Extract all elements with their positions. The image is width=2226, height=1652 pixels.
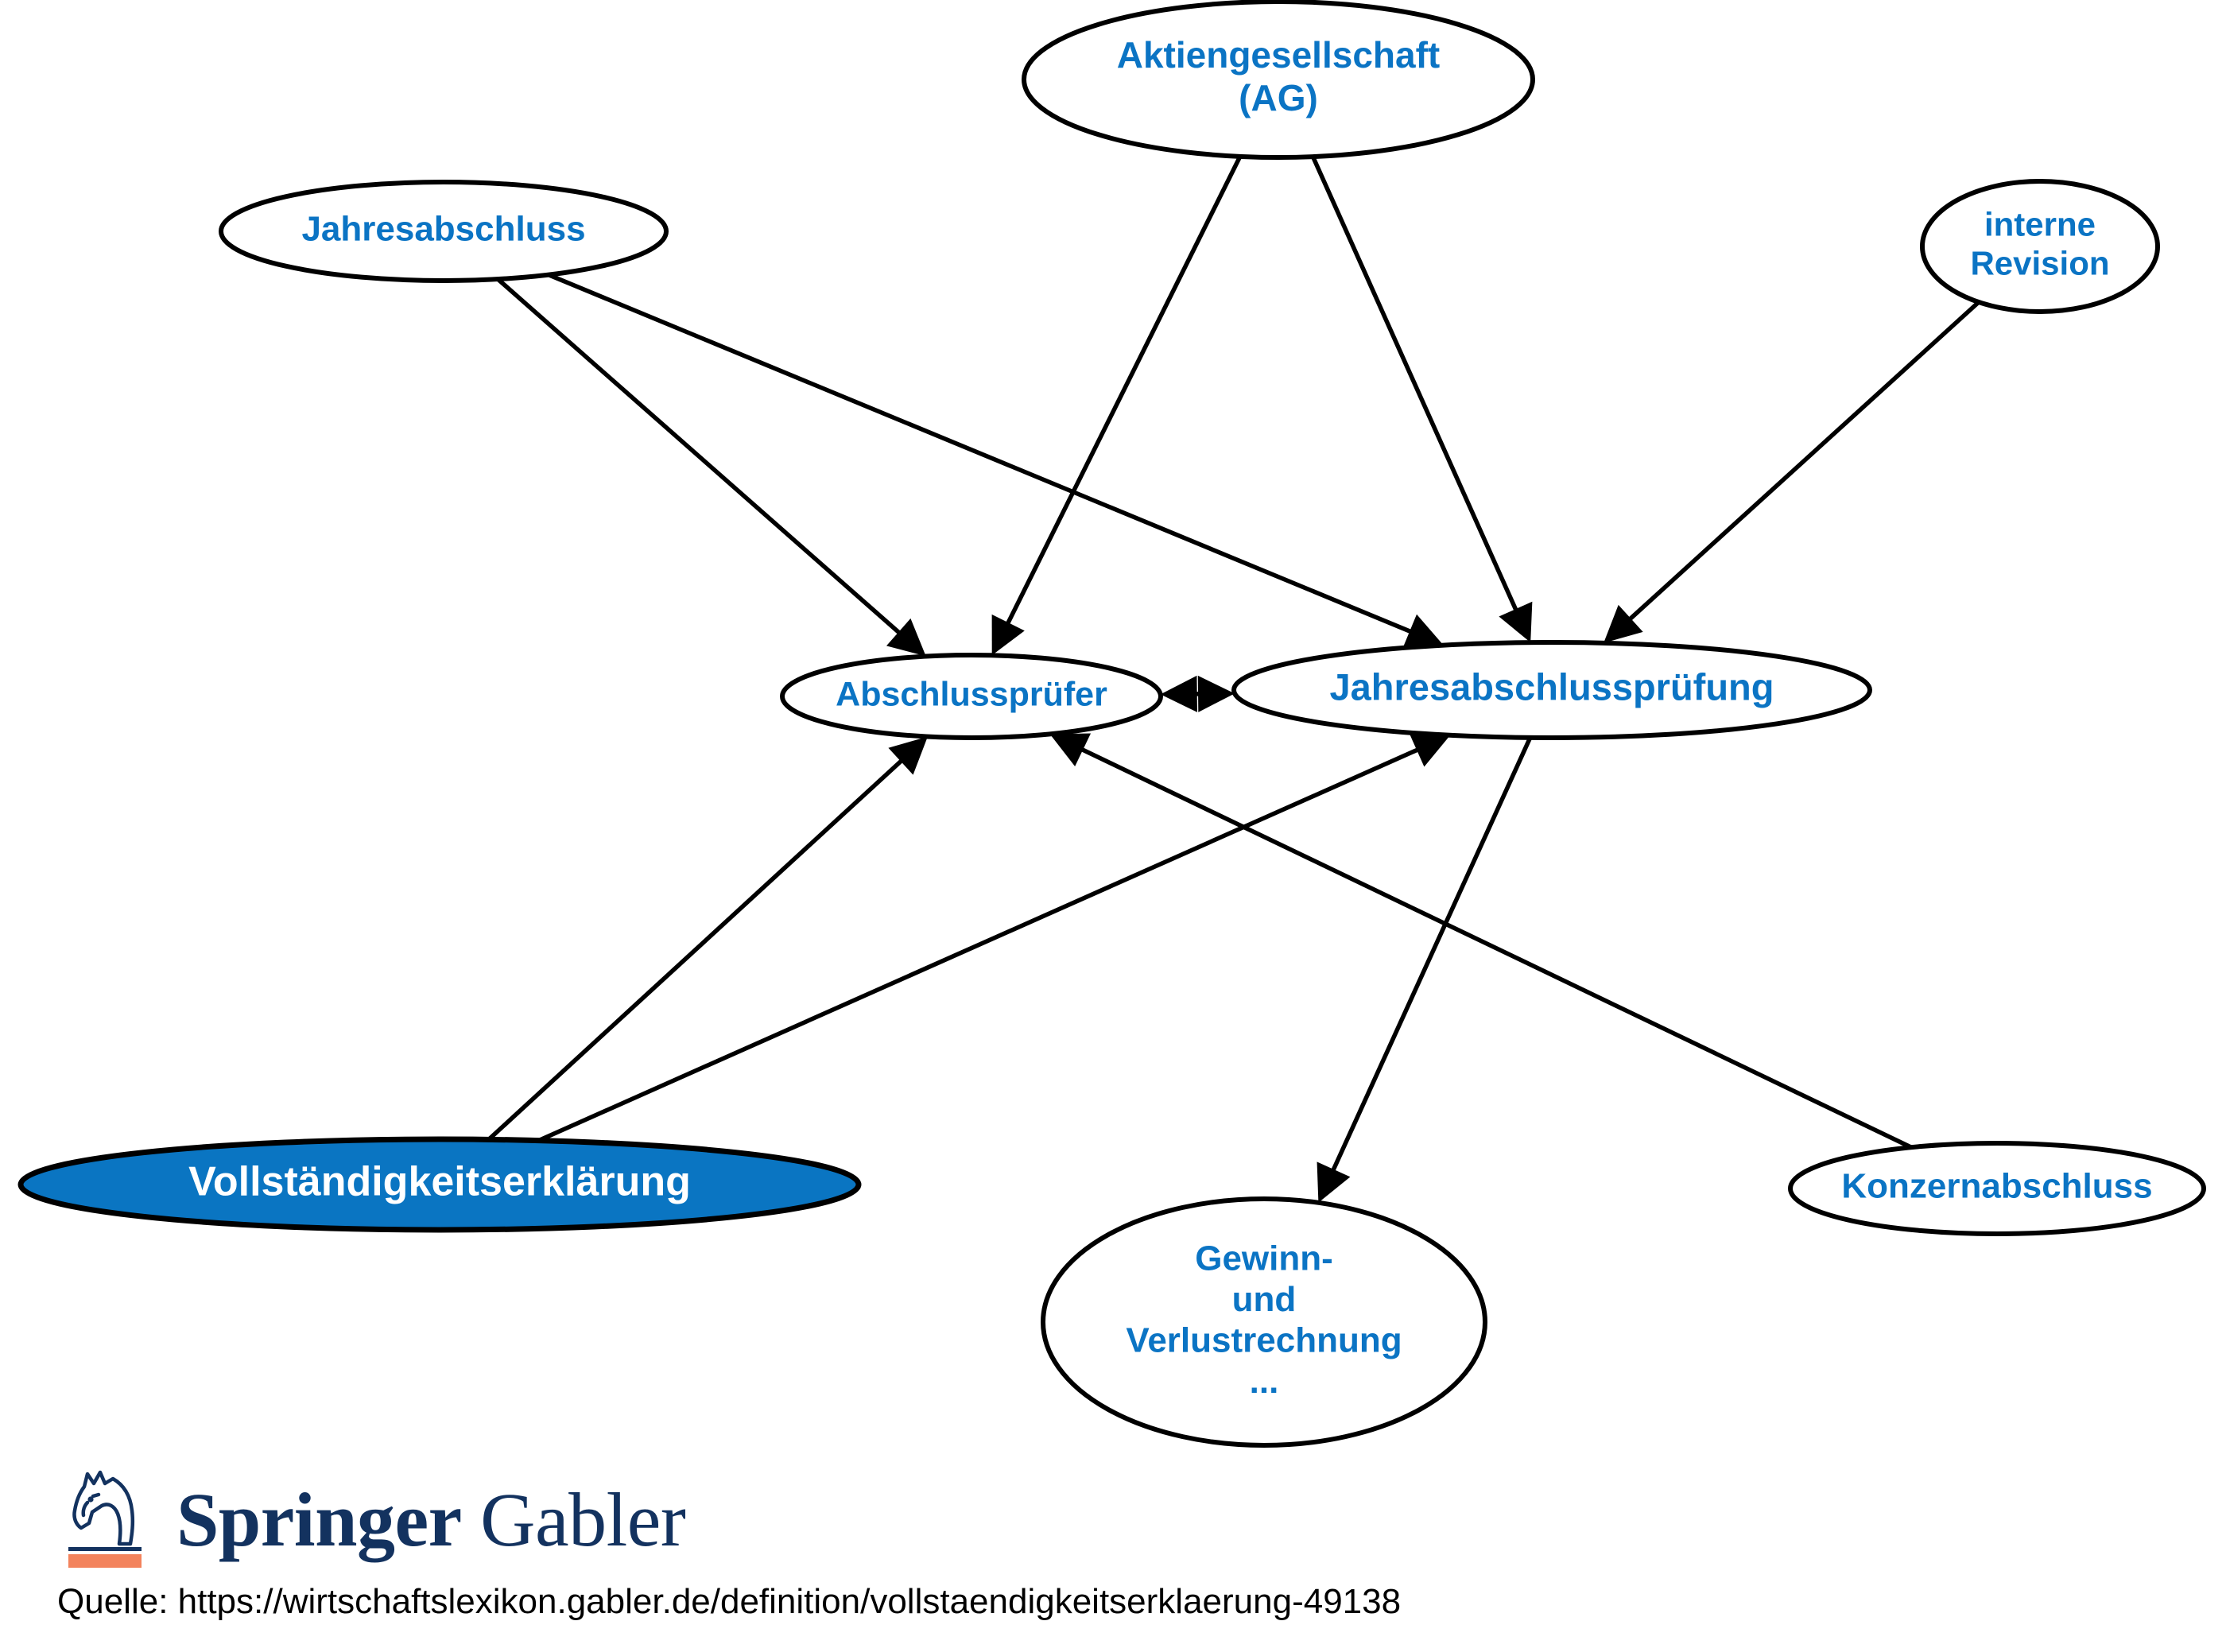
edge-jahresabschluss-to-jahresabschlusspruefung <box>548 273 1444 649</box>
edge-line <box>537 745 1425 1143</box>
node-label: Verlustrechnung <box>1126 1320 1402 1359</box>
node-vollstaendigkeitserklaerung[interactable]: Vollständigkeitserklärung <box>17 1136 862 1233</box>
edge-arrowhead <box>1160 675 1197 712</box>
node-shape[interactable] <box>219 180 669 283</box>
source-url-caption: Quelle: https://wirtschaftslexikon.gable… <box>57 1582 1402 1621</box>
edge-konzernabschluss-to-abschlusspruefer <box>1049 733 1913 1150</box>
edge-arrowhead <box>886 618 926 657</box>
edge-jahresabschlusspruefung-to-gewinn-und-verlustrechnung <box>1317 736 1533 1203</box>
node-shape[interactable] <box>780 653 1163 740</box>
node-shape[interactable] <box>1041 1196 1487 1448</box>
edge-vollstaendigkeitserklaerung-to-abschlusspruefer <box>487 736 928 1142</box>
node-shape[interactable] <box>1231 640 1872 740</box>
springer-gabler-logo: Springer Gabler <box>57 1466 686 1569</box>
edge-abschlusspruefer-to-jahresabschlusspruefung <box>1160 675 1235 712</box>
node-label: Jahresabschluss <box>301 210 585 249</box>
edge-line <box>1328 736 1533 1177</box>
brand-springer: Springer <box>176 1477 462 1562</box>
edge-line <box>548 273 1417 637</box>
edge-arrowhead <box>991 614 1025 656</box>
node-label: und <box>1232 1280 1297 1319</box>
edge-arrowhead <box>1197 675 1235 712</box>
edge-arrowhead <box>888 736 928 775</box>
node-label: (AG) <box>1239 77 1318 118</box>
node-label: ... <box>1250 1362 1279 1401</box>
edge-arrowhead <box>1409 733 1451 767</box>
edge-arrowhead <box>1317 1161 1351 1203</box>
edge-line <box>487 754 908 1142</box>
edge-vollstaendigkeitserklaerung-to-jahresabschlusspruefung <box>537 733 1451 1143</box>
node-jahresabschluss[interactable]: Jahresabschluss <box>219 180 669 283</box>
edge-aktiengesellschaft-to-abschlusspruefer <box>991 155 1243 656</box>
node-shape[interactable] <box>1920 179 2160 314</box>
edge-line <box>496 277 906 639</box>
node-label: Gewinn- <box>1195 1239 1333 1278</box>
edge-line <box>1310 155 1521 617</box>
edge-arrowhead <box>1499 601 1533 643</box>
edge-arrowhead <box>1402 614 1444 649</box>
node-gewinn-und-verlustrechnung[interactable]: Gewinn-undVerlustrechnung... <box>1041 1196 1487 1448</box>
node-konzernabschluss[interactable]: Konzernabschluss <box>1788 1141 2206 1236</box>
edge-arrowhead <box>1049 733 1092 766</box>
edge-line <box>1075 744 1913 1150</box>
edge-line <box>1623 300 1980 626</box>
node-label: Revision <box>1970 245 2109 282</box>
springer-knight-icon <box>57 1468 156 1569</box>
node-shape[interactable] <box>1022 0 1535 160</box>
node-label: Vollständigkeitserklärung <box>188 1159 691 1205</box>
edge-jahresabschluss-to-abschlusspruefer <box>496 277 926 657</box>
edge-interne-revision-to-jahresabschlusspruefung <box>1604 300 1980 643</box>
brand-gabler: Gabler <box>461 1477 686 1562</box>
node-label: Abschlussprüfer <box>836 675 1107 713</box>
node-aktiengesellschaft[interactable]: Aktiengesellschaft(AG) <box>1022 0 1535 160</box>
node-label: interne <box>1984 206 2096 243</box>
edge-layer <box>487 155 1980 1203</box>
brand-wordmark: Springer Gabler <box>176 1482 686 1569</box>
edge-aktiengesellschaft-to-jahresabschlusspruefung <box>1310 155 1533 643</box>
logo-accent-bar <box>68 1554 142 1568</box>
edge-line <box>1002 155 1243 630</box>
node-layer: Aktiengesellschaft(AG) Jahresabschluss int… <box>17 0 2206 1448</box>
node-abschlusspruefer[interactable]: Abschlussprüfer <box>780 653 1163 740</box>
node-jahresabschlusspruefung[interactable]: Jahresabschlussprüfung <box>1231 640 1872 740</box>
node-shape[interactable] <box>1788 1141 2206 1236</box>
node-label: Aktiengesellschaft <box>1117 34 1440 76</box>
edge-arrowhead <box>1604 604 1643 643</box>
node-shape[interactable] <box>17 1136 862 1233</box>
node-label: Konzernabschluss <box>1841 1167 2152 1206</box>
node-label: Jahresabschlussprüfung <box>1330 665 1774 708</box>
footer: Springer Gabler Quelle: https://wirtscha… <box>0 1455 2226 1652</box>
